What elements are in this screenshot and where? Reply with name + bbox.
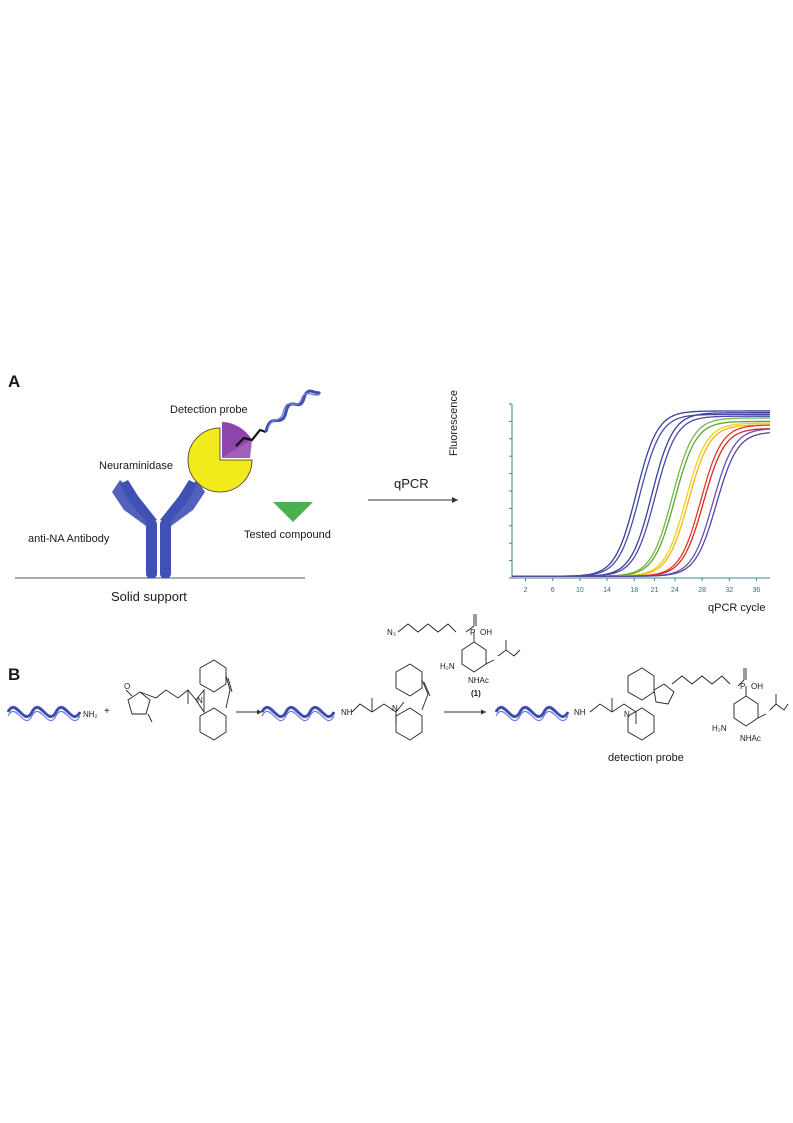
label-o-1: O [124, 682, 131, 691]
chart-x-tick-label: 14 [603, 587, 611, 594]
chart-x-tick-label: 2 [524, 587, 528, 594]
label-neuraminidase: Neuraminidase [99, 460, 173, 472]
label-azide: N₃ [387, 628, 397, 637]
label-n-1: N [197, 696, 203, 705]
label-detection-probe: Detection probe [170, 404, 248, 416]
label-antibody: anti-NA Antibody [28, 533, 110, 545]
dna-strand-b2 [260, 705, 336, 719]
antibody-shape [112, 480, 205, 578]
panel-b-letter: B [8, 665, 21, 684]
label-nh-2: NH [341, 708, 353, 717]
amplification-curve-12 [512, 432, 771, 577]
label-oh-2: OH [751, 682, 763, 691]
label-nh2-1: NH₂ [83, 710, 98, 719]
chart-x-tick-label: 24 [671, 587, 679, 594]
chart-x-tick-label: 21 [651, 587, 659, 594]
label-p-1: P [470, 628, 476, 637]
probe-wedge [222, 422, 252, 458]
chart-x-tick-label: 6 [551, 587, 555, 594]
product-structure [589, 667, 789, 741]
compound-1-structure [397, 614, 521, 673]
chart-xlabel: qPCR cycle [708, 602, 766, 614]
label-p-2: P [740, 682, 746, 691]
label-compound-1: (1) [471, 689, 481, 698]
label-qpcr-arrow: qPCR [394, 476, 429, 491]
chart-x-tick-label: 28 [698, 587, 706, 594]
label-tested-compound: Tested compound [244, 529, 331, 541]
label-oh-1: OH [480, 628, 492, 637]
probe-linker [235, 428, 267, 447]
label-detection-probe-product: detection probe [608, 752, 684, 764]
label-h2n-1: H₂N [440, 662, 455, 671]
chart-x-tick-label: 36 [753, 587, 761, 594]
dna-strand-b3 [494, 705, 570, 719]
chart-x-tick-label: 10 [576, 587, 584, 594]
label-h2n-2: H₂N [712, 724, 727, 733]
label-plus: + [104, 706, 110, 717]
dbco-nhs-structure [125, 659, 233, 741]
label-nhac-1: NHAc [468, 676, 489, 685]
chart-x-tick-label: 32 [725, 587, 733, 594]
label-solid-support: Solid support [111, 589, 187, 604]
neuraminidase-shape [187, 427, 253, 493]
dna-strand-b1 [6, 705, 82, 719]
label-n-3: N [624, 710, 630, 719]
label-n-2: N [392, 704, 398, 713]
tested-compound-shape [273, 502, 313, 522]
label-nhac-2: NHAc [740, 734, 761, 743]
chart-x-tick-label: 18 [630, 587, 638, 594]
intermediate-structure [351, 663, 431, 741]
panel-a-letter: A [8, 372, 21, 391]
label-nh-3: NH [574, 708, 586, 717]
